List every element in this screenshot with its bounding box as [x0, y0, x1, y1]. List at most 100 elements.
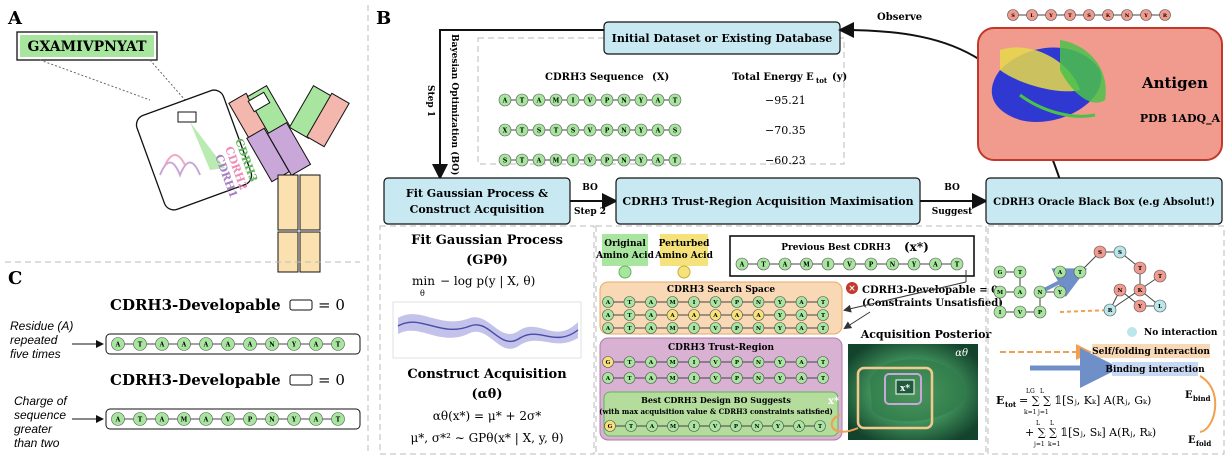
residue-letter: N: [269, 342, 275, 349]
residue-letter: A: [605, 300, 611, 306]
residue-bead: [668, 123, 682, 137]
residue-letter: T: [520, 97, 525, 104]
residue-bead: [177, 337, 191, 351]
residue-bead: [221, 337, 235, 351]
legend-bind-label: Binding interaction: [1105, 365, 1205, 375]
residue-letter: A: [798, 326, 804, 332]
lattice-node: [1103, 303, 1117, 317]
eq1-sum2-bot: j=1: [1037, 409, 1049, 416]
residue-letter: P: [735, 300, 739, 306]
zoom-line-1: [39, 59, 151, 101]
residue-bead: [709, 356, 722, 368]
residue-bead: [583, 153, 597, 167]
residue-bead: [634, 123, 648, 137]
residue-letter: A: [605, 376, 611, 382]
residue-letter: T: [138, 342, 143, 349]
posterior-x: x*: [900, 384, 910, 394]
residue-bead: [265, 337, 279, 351]
best-subtitle: (with max acquisition value & CDRH3 cons…: [599, 407, 833, 416]
residue-bead: [646, 420, 658, 432]
residue-letter: A: [203, 342, 209, 349]
residue-bead: [645, 322, 657, 334]
residue-letter: A: [655, 97, 661, 104]
residue-bead: [752, 309, 765, 321]
prev-best-sym: (x*): [904, 240, 929, 254]
residue-bead: [817, 296, 829, 308]
residue-bead: [651, 123, 665, 137]
residue-bead: [600, 153, 614, 167]
residue-bead: [111, 337, 125, 351]
residue-bead: [752, 372, 765, 384]
residue-letter: T: [1068, 13, 1072, 19]
residue-bead: [602, 372, 614, 384]
residue-bead: [199, 337, 213, 351]
sequence-text: GXAMIVPNYAT: [27, 39, 147, 55]
residue-bead: [133, 337, 147, 351]
residue-bead: [730, 420, 742, 432]
ex2-line-1: Charge of: [14, 394, 68, 408]
lattice-letter: T: [1158, 274, 1163, 280]
search-space-title: CDRH3 Search Space: [667, 285, 775, 295]
residue-bead: [795, 322, 808, 334]
residue-letter: Y: [911, 261, 917, 268]
posterior-title: Acquisition Posterior: [860, 328, 992, 341]
gp-title: Fit Gaussian Process: [411, 233, 563, 248]
residue-bead: [498, 153, 512, 167]
residue-bead: [515, 123, 529, 137]
residue-letter: P: [605, 157, 610, 164]
gp-uncertainty-band: [398, 314, 578, 349]
lattice-letter: M: [997, 290, 1003, 296]
residue-bead: [666, 296, 679, 308]
legend-original-dot: [618, 265, 632, 279]
residue-letter: A: [782, 261, 788, 268]
residue-letter: T: [821, 300, 826, 306]
lattice-node: [1033, 285, 1047, 299]
eq1-lhs-sub: tot: [1005, 400, 1017, 409]
residue-letter: N: [756, 360, 761, 366]
residue-bead: [757, 257, 770, 271]
residue-letter: T: [629, 424, 634, 430]
residue-letter: Y: [777, 300, 782, 306]
lattice-node: [1113, 283, 1127, 297]
residue-letter: A: [649, 424, 655, 430]
gp-mean-line: [397, 321, 579, 343]
panel-label-b: B: [376, 8, 391, 29]
residue-letter: N: [1125, 13, 1130, 19]
residue-letter: N: [890, 261, 896, 268]
lattice-letter: P: [1038, 310, 1042, 316]
residue-letter: T: [627, 360, 632, 366]
residue-letter: P: [735, 376, 739, 382]
eq2-body: + ∑ ∑ 𝟙[Sⱼ, Sₖ] A(Rⱼ, Rₖ): [1025, 426, 1156, 439]
residue-bead: [602, 296, 614, 308]
residue-letter: M: [553, 97, 560, 104]
residue-bead: [651, 153, 665, 167]
residue-bead: [731, 356, 743, 368]
posterior-sym: αθ: [955, 348, 968, 359]
residue-bead: [666, 372, 679, 384]
residue-letter: V: [587, 97, 593, 104]
residue-bead: [645, 372, 657, 384]
dataset-energy: −70.35: [765, 124, 806, 137]
residue-bead: [1159, 9, 1171, 21]
residue-letter: M: [669, 300, 675, 306]
residue-bead: [566, 93, 580, 107]
residue-bead: [688, 322, 700, 334]
lattice-node: [1133, 283, 1147, 297]
gp-min-sub: θ: [420, 289, 425, 298]
residue-letter: M: [670, 424, 676, 430]
lattice-letter: Y: [1137, 304, 1142, 310]
dev-label-2: CDRH3-Developable: [110, 371, 281, 389]
residue-bead: [795, 372, 808, 384]
residue-letter: T: [821, 360, 826, 366]
ex1-line-1: Residue (A): [10, 319, 73, 333]
residue-letter: Y: [638, 127, 644, 134]
residue-letter: T: [627, 300, 632, 306]
cdrh2-loop: [164, 154, 186, 166]
lattice-node: [993, 265, 1007, 279]
ex2-line-3: greater: [14, 422, 53, 436]
residue-letter: A: [796, 424, 802, 430]
residue-bead: [583, 93, 597, 107]
